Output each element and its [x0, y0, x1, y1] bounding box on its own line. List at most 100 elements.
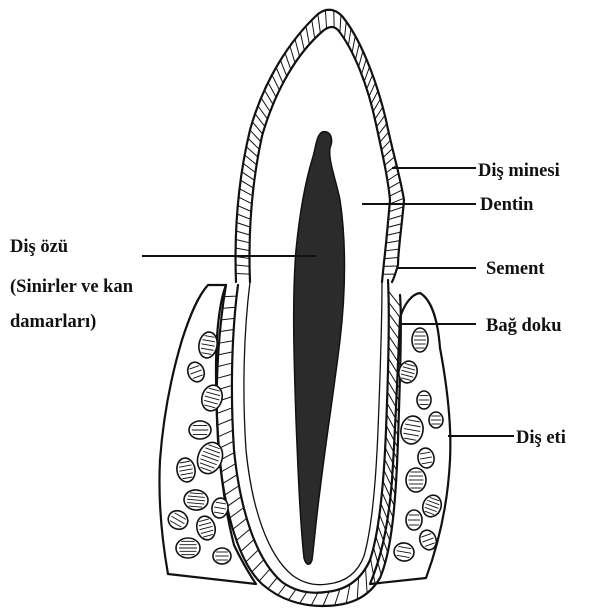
- periodontal-hatch-line: [288, 589, 295, 600]
- enamel-hatch-line: [385, 249, 399, 251]
- periodontal-hatch-line: [246, 550, 259, 562]
- label-gum: Diş eti: [516, 428, 566, 448]
- label-cementum: Sement: [486, 259, 545, 279]
- periodontal-hatch-line: [223, 307, 236, 308]
- enamel-hatch-line: [264, 90, 273, 104]
- label-dentin: Dentin: [480, 195, 534, 215]
- enamel-hatch-line: [388, 224, 402, 228]
- periodontal-hatch-line: [230, 508, 244, 518]
- enamel-hatch-line: [300, 33, 304, 51]
- pulp-chamber: [294, 132, 345, 565]
- periodontal-hatch-line: [237, 529, 251, 540]
- periodontal-hatch-line: [221, 464, 235, 472]
- periodontal-hatch-line: [233, 518, 247, 529]
- enamel-hatch-line: [380, 132, 389, 142]
- enamel-hatch-line: [248, 138, 259, 149]
- enamel-hatch-line: [236, 265, 250, 266]
- enamel-hatch-line: [238, 206, 251, 212]
- enamel-hatch-line: [239, 197, 252, 204]
- enamel-hatch-line: [236, 274, 250, 275]
- label-pulp-line1: Diş özü: [10, 237, 68, 257]
- enamel-hatch-line: [367, 75, 373, 89]
- periodontal-hatch-line: [386, 437, 398, 460]
- periodontal-hatch-line: [357, 577, 358, 599]
- enamel-hatch-line: [362, 59, 367, 74]
- periodontal-hatch-line: [217, 408, 232, 414]
- periodontal-hatch-line: [268, 577, 277, 588]
- enamel-hatch-line: [245, 155, 257, 165]
- enamel-hatch-line: [344, 22, 346, 39]
- enamel-hatch-line: [306, 26, 309, 44]
- periodontal-hatch-line: [227, 497, 241, 507]
- enamel-hatch-line: [325, 10, 326, 28]
- enamel-hatch-line: [243, 163, 255, 172]
- periodontal-hatch-line: [218, 352, 232, 355]
- periodontal-hatch-line: [385, 448, 397, 471]
- enamel-hatch-line: [280, 60, 286, 76]
- enamel-hatch-line: [390, 190, 403, 196]
- enamel-hatch-line: [246, 147, 258, 157]
- periodontal-hatch-line: [241, 540, 254, 552]
- enamel-hatch-line: [295, 39, 300, 56]
- enamel-hatch-line: [382, 140, 391, 150]
- enamel-hatch-line: [369, 83, 375, 97]
- periodontal-hatch-line: [300, 592, 307, 603]
- enamel-hatch-line: [377, 115, 385, 126]
- enamel-hatch-line: [236, 248, 250, 251]
- periodontal-hatch-line: [221, 318, 234, 319]
- periodontal-hatch-line: [385, 459, 396, 483]
- enamel-hatch-line: [364, 67, 369, 82]
- periodontal-hatch-line: [218, 430, 233, 437]
- enamel-hatch-line: [387, 173, 398, 180]
- periodontal-hatch-line: [384, 470, 395, 494]
- enamel-hatch-line: [359, 51, 363, 67]
- enamel-hatch-line: [355, 44, 359, 60]
- enamel-hatch-line: [348, 29, 351, 46]
- enamel-hatch-line: [352, 36, 355, 53]
- enamel-hatch-line: [276, 67, 283, 83]
- enamel-hatch-line: [386, 241, 400, 243]
- enamel-hatch-line: [290, 46, 295, 63]
- enamel-hatch-line: [242, 172, 255, 181]
- enamel-hatch-line: [389, 182, 401, 189]
- periodontal-hatch-line: [223, 475, 237, 484]
- periodontal-hatch-line: [311, 593, 318, 606]
- periodontal-hatch-line: [217, 419, 232, 425]
- enamel-hatch-line: [261, 98, 270, 112]
- enamel-hatch-line: [285, 53, 291, 69]
- enamel-hatch-line: [312, 20, 315, 39]
- periodontal-hatch-line: [220, 330, 234, 332]
- periodontal-hatch-line: [217, 374, 232, 378]
- enamel-hatch-line: [252, 122, 262, 134]
- enamel-hatch-line: [236, 239, 250, 242]
- periodontal-hatch-line: [278, 585, 286, 596]
- periodontal-hatch-line: [219, 341, 233, 343]
- enamel-hatch-line: [241, 180, 254, 188]
- enamel-hatch-line: [258, 106, 267, 119]
- periodontal-hatch-line: [259, 569, 270, 581]
- enamel-hatch-line: [386, 165, 396, 173]
- enamel-hatch-line: [236, 231, 250, 235]
- label-pulp-line3: damarları): [10, 312, 96, 332]
- enamel-hatch-line: [389, 207, 403, 212]
- enamel-hatch-line: [250, 130, 261, 142]
- enamel-hatch-line: [375, 107, 383, 119]
- enamel-hatch-line: [236, 223, 250, 228]
- enamel-hatch-line: [318, 14, 320, 33]
- enamel-hatch-line: [237, 214, 251, 219]
- periodontal-hatch-line: [252, 560, 264, 572]
- periodontal-hatch-line: [217, 363, 232, 367]
- enamel-hatch-line: [388, 215, 402, 219]
- label-enamel: Diş minesi: [478, 161, 560, 181]
- enamel-hatch-line: [385, 157, 395, 165]
- enamel-hatch-line: [340, 15, 341, 33]
- enamel-hatch-line: [384, 258, 398, 259]
- periodontal-hatch-line: [366, 568, 368, 593]
- enamel-hatch-line: [378, 124, 386, 135]
- periodontal-hatch-line: [323, 592, 329, 606]
- label-connective: Bağ doku: [486, 316, 562, 336]
- enamel-hatch-line: [387, 232, 401, 235]
- enamel-hatch-line: [373, 99, 380, 112]
